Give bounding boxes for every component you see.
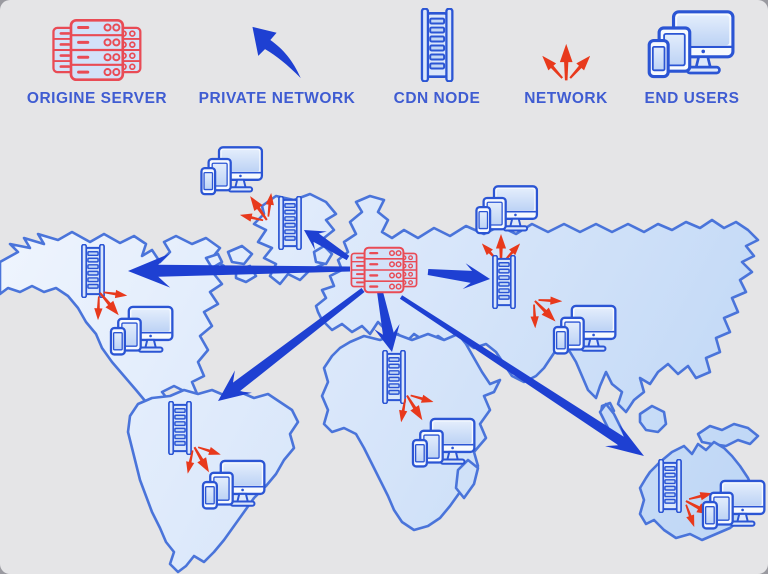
legend-item-network: NETWORK — [524, 0, 608, 108]
cdn-node-icon-wrap — [418, 0, 455, 82]
flow-origin-to-australia — [399, 295, 644, 456]
private-network-arrow-icon — [246, 24, 308, 82]
private-network-icon-wrap — [246, 0, 308, 82]
landmass-north-america — [0, 230, 226, 418]
legend-label-private-network: PRIVATE NETWORK — [198, 90, 356, 107]
cdn-node-south-america — [167, 401, 193, 455]
legend-label-network: NETWORK — [524, 90, 608, 107]
origin-server-icon — [32, 18, 162, 82]
network-icon-wrap — [538, 0, 594, 82]
origin-server-icon-wrap — [32, 0, 162, 82]
landmass-indonesia — [598, 402, 668, 448]
legend-label-end-users: END USERS — [644, 90, 740, 107]
origin-server-europe — [350, 246, 418, 294]
cdn-node-australia — [657, 459, 683, 513]
legend-item-end-users: END USERS — [645, 0, 740, 108]
legend-item-cdn-node: CDN NODE — [394, 0, 481, 108]
cdn-node-africa — [381, 350, 407, 404]
end-users-north-canada — [200, 146, 264, 196]
legend-label-origin-server: ORIGINE SERVER — [26, 90, 168, 107]
flow-origin-to-north-america — [128, 253, 350, 288]
landmass-uk — [312, 244, 334, 266]
flow-origin-to-africa — [374, 291, 400, 352]
cdn-node-asia — [491, 255, 517, 309]
cdn-node-icon — [418, 8, 455, 82]
network-arrows-icon — [538, 36, 594, 82]
flow-origin-to-north-canada — [304, 230, 350, 261]
landmass-new-guinea — [696, 422, 760, 448]
flow-origin-to-south-america — [218, 288, 365, 401]
flow-origin-to-asia — [427, 263, 490, 289]
legend-item-origin-server: ORIGINE SERVER — [27, 0, 167, 108]
cdn-node-north-canada — [277, 196, 303, 250]
landmass-madagascar — [454, 458, 480, 500]
end-users-icon — [646, 10, 738, 82]
end-users-icon-wrap — [646, 0, 738, 82]
cdn-node-north-america — [80, 244, 106, 298]
legend-item-private-network: PRIVATE NETWORK — [199, 0, 356, 108]
legend-label-cdn-node: CDN NODE — [393, 90, 481, 107]
legend: ORIGINE SERVER PRIVATE NETWORK CDN NODE … — [0, 0, 768, 118]
